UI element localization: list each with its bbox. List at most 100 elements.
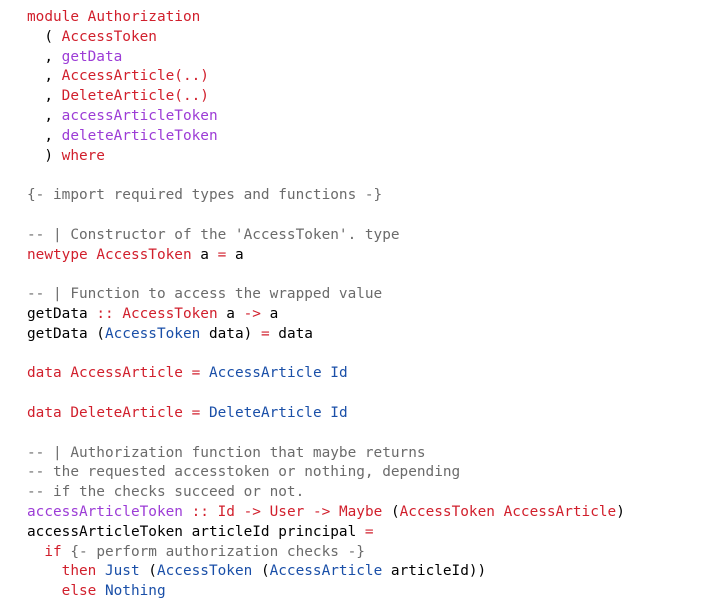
function-token: getData (61, 48, 123, 65)
identifier-token: data (269, 325, 313, 342)
constructor-token: AccessArticle Id (208, 365, 348, 382)
identifier-token (200, 405, 209, 421)
identifier-token (304, 504, 313, 520)
type-token: AccessArticle(..) (61, 68, 209, 85)
keyword-token: module (27, 9, 79, 25)
identifier-token (209, 504, 218, 520)
constructor-token: Nothing (104, 583, 166, 600)
identifier-token: ( (27, 28, 62, 45)
identifier-token: ( (139, 563, 157, 580)
identifier-token: , (27, 88, 62, 105)
code-line: -- the requested accesstoken or nothing,… (27, 463, 710, 483)
code-line (27, 345, 710, 365)
code-line: , getData (27, 48, 710, 68)
function-token: deleteArticleToken (61, 127, 218, 144)
code-line: , accessArticleToken (27, 107, 710, 127)
identifier-token: articleId)) (382, 563, 487, 580)
code-line: -- | Function to access the wrapped valu… (27, 285, 710, 305)
operator-token: = (217, 246, 227, 263)
operator-token: :: (191, 503, 209, 520)
operator-token: -> (243, 503, 261, 520)
identifier-token (261, 504, 270, 520)
code-line: getData :: AccessToken a -> a (27, 305, 710, 325)
identifier-token (330, 504, 339, 520)
identifier-token: , (27, 107, 62, 124)
code-line: , AccessArticle(..) (27, 67, 710, 87)
identifier-token: a (260, 305, 279, 322)
code-line: data AccessArticle = AccessArticle Id (27, 364, 710, 384)
code-line: accessArticleToken articleId principal = (27, 523, 710, 543)
keyword-token: where (61, 147, 105, 164)
code-line: -- | Authorization function that maybe r… (27, 444, 710, 464)
function-token: accessArticleToken (27, 503, 183, 520)
type-token: Authorization (87, 9, 201, 25)
operator-token: -> (243, 305, 261, 322)
comment-token: -- | Function to access the wrapped valu… (27, 286, 383, 303)
identifier-token (27, 563, 62, 579)
code-line: , DeleteArticle(..) (27, 87, 710, 107)
code-line: ) where (27, 147, 710, 167)
identifier-token: getData ( (27, 325, 105, 342)
identifier-token (200, 365, 209, 381)
signature-type-token: Id (217, 503, 235, 520)
code-line: {- import required types and functions -… (27, 186, 710, 206)
constructor-token: AccessArticle (269, 563, 383, 580)
identifier-token (183, 365, 192, 381)
identifier-token (183, 504, 192, 520)
code-line (27, 424, 710, 444)
type-token: DeleteArticle (70, 404, 183, 421)
constructor-token: Just (104, 563, 140, 580)
comment-token: {- perform authorization checks -} (70, 543, 365, 560)
comment-token: -- | Authorization function that maybe r… (27, 444, 426, 461)
signature-type-token: Maybe (338, 503, 383, 520)
keyword-token: if (44, 543, 62, 560)
comment-token: -- the requested accesstoken or nothing,… (27, 464, 461, 481)
code-line: if {- perform authorization checks -} (27, 543, 710, 563)
operator-token: :: (96, 305, 114, 322)
identifier-token: getData (27, 305, 97, 322)
code-line: -- if the checks succeed or not. (27, 483, 710, 503)
comment-token: -- | Constructor of the 'AccessToken'. t… (27, 226, 400, 243)
identifier-token: accessArticleToken articleId principal (27, 523, 365, 540)
identifier-token: , (27, 48, 62, 65)
identifier-token: a (226, 246, 244, 263)
signature-type-token: User (269, 503, 305, 520)
identifier-token: a (191, 246, 218, 263)
code-line: ( AccessToken (27, 28, 710, 48)
operator-token: -> (312, 503, 331, 520)
code-line: getData (AccessToken data) = data (27, 325, 710, 345)
function-token: accessArticleToken (61, 107, 218, 124)
code-line: accessArticleToken :: Id -> User -> Mayb… (27, 503, 710, 523)
identifier-token (114, 306, 123, 322)
code-line: module Authorization (27, 8, 710, 28)
keyword-token: else (61, 583, 97, 600)
operator-token: = (191, 365, 201, 382)
identifier-token (27, 544, 44, 560)
identifier-token: ( (382, 503, 400, 520)
identifier-token (96, 583, 105, 599)
operator-token: = (191, 404, 201, 421)
code-line (27, 206, 710, 226)
type-token: AccessToken (96, 246, 192, 263)
code-line: -- | Constructor of the 'AccessToken'. t… (27, 226, 710, 246)
identifier-token: , (27, 68, 62, 85)
operator-token: = (260, 325, 270, 342)
signature-type-token: AccessToken AccessArticle (399, 503, 617, 520)
constructor-token: DeleteArticle Id (208, 404, 348, 421)
code-line: , deleteArticleToken (27, 127, 710, 147)
code-line: then Just (AccessToken (AccessArticle ar… (27, 562, 710, 582)
keyword-token: data (27, 404, 62, 421)
keyword-token: newtype (27, 246, 88, 263)
constructor-token: AccessToken (104, 325, 201, 342)
keyword-token: data (27, 365, 62, 382)
operator-token: = (364, 523, 374, 540)
keyword-token: then (61, 563, 97, 580)
identifier-token (27, 583, 62, 599)
comment-token: -- if the checks succeed or not. (27, 484, 305, 501)
comment-token: {- import required types and functions -… (27, 187, 383, 204)
type-token: AccessToken (61, 28, 157, 45)
code-line (27, 265, 710, 285)
identifier-token (183, 405, 192, 421)
identifier-token: ) (616, 503, 625, 520)
